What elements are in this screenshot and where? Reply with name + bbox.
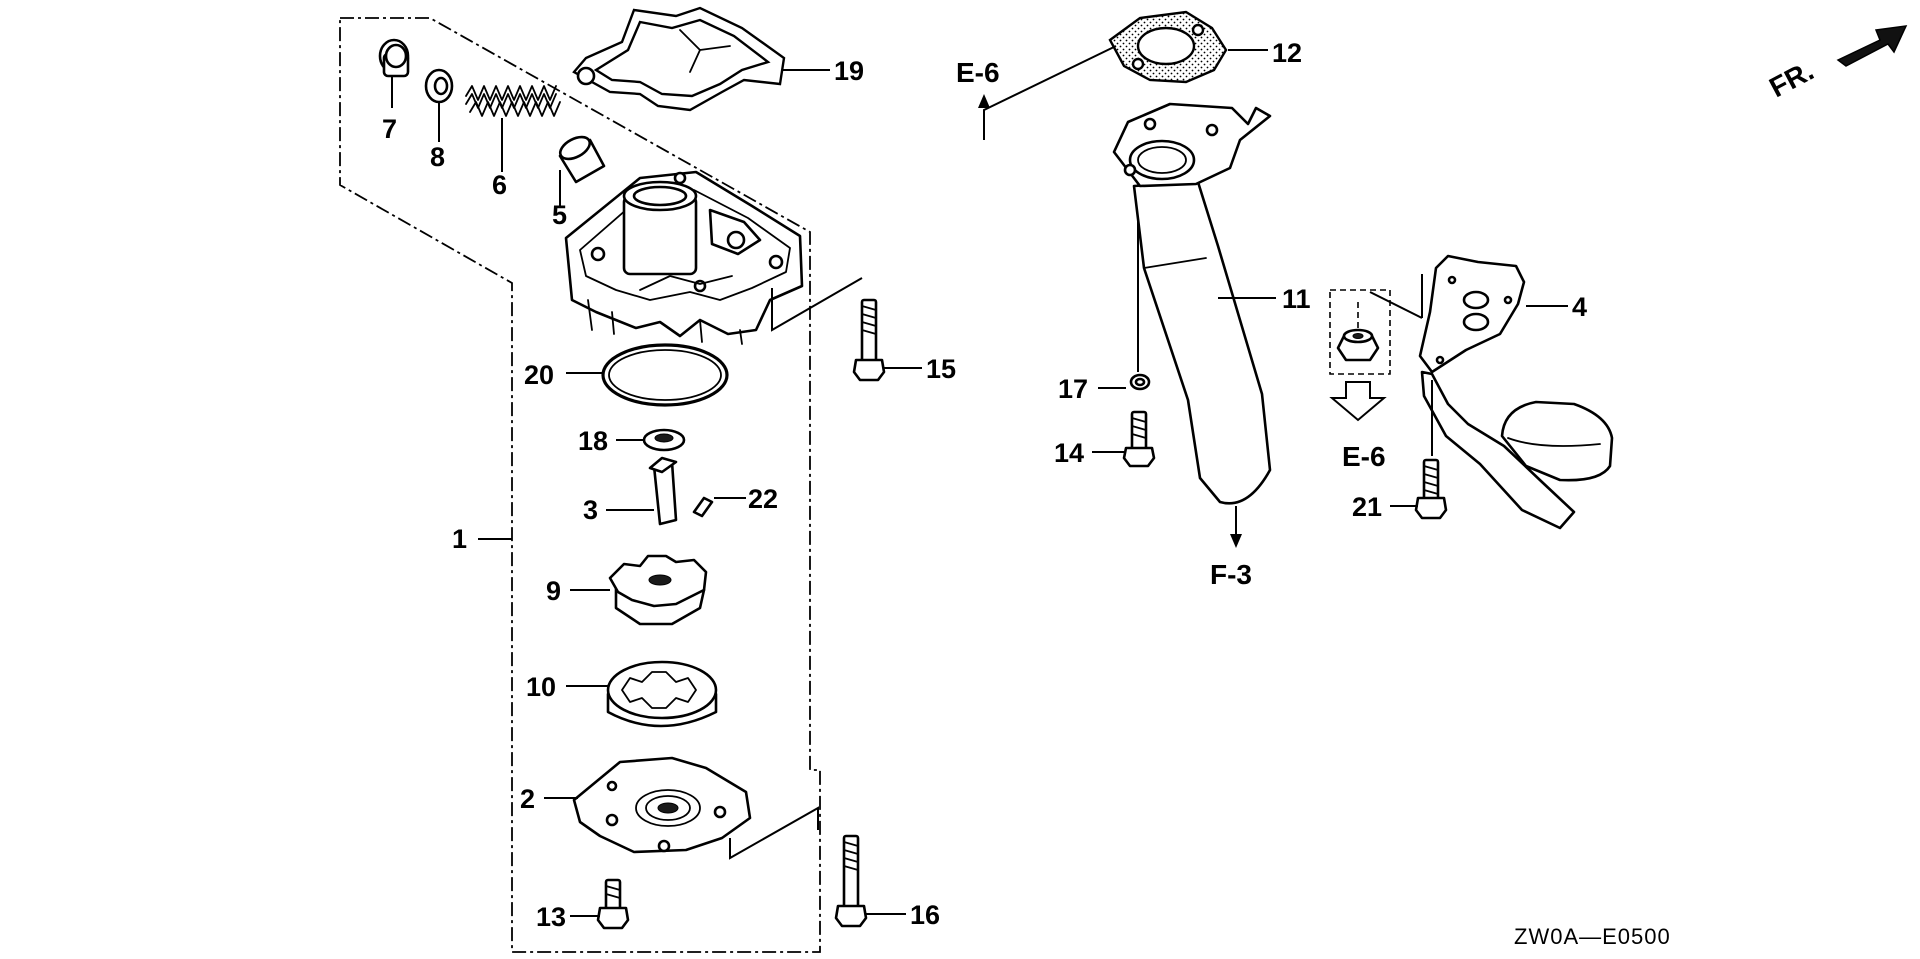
- label-part-1: 1: [452, 524, 467, 554]
- part-10-outer-rotor: [566, 660, 718, 728]
- part-11-oil-pipe: [1112, 102, 1276, 505]
- label-part-7: 7: [382, 114, 397, 144]
- label-part-9: 9: [546, 576, 561, 606]
- ref-e6-right: E-6: [1342, 441, 1386, 472]
- part-18-washer: [616, 428, 686, 452]
- part-6-spring: [465, 85, 561, 172]
- label-part-20: 20: [524, 360, 554, 390]
- part-20-o-ring: [566, 343, 729, 407]
- label-part-12: 12: [1272, 38, 1302, 68]
- part-4-oil-strainer: [1418, 254, 1614, 530]
- part-2-pump-cover: [544, 756, 752, 854]
- front-direction-arrow: FR.: [1764, 25, 1908, 104]
- label-part-6: 6: [492, 170, 507, 200]
- drawing-code: ZW0A—E0500: [1514, 924, 1671, 949]
- label-part-14: 14: [1054, 438, 1084, 468]
- ref-f3: F-3: [1210, 559, 1252, 590]
- e6-hollow-arrow: [1329, 381, 1387, 422]
- part-12-gasket: [1108, 10, 1268, 84]
- part-13-bolt: [570, 878, 630, 930]
- leader-15: [771, 277, 863, 332]
- label-part-8: 8: [430, 142, 445, 172]
- label-part-10: 10: [526, 672, 556, 702]
- ref-e6-top: E-6: [956, 57, 1000, 88]
- label-part-15: 15: [926, 354, 956, 384]
- label-part-5: 5: [552, 200, 567, 230]
- front-label: FR.: [1764, 55, 1818, 104]
- part-19-gasket: [572, 6, 830, 112]
- label-part-22: 22: [748, 484, 778, 514]
- pump-body: [564, 170, 804, 345]
- part-15-bolt: [852, 298, 922, 382]
- part-9-inner-rotor: [570, 554, 708, 626]
- leader-16: [729, 806, 819, 860]
- label-part-2: 2: [520, 784, 535, 814]
- part-8-washer: [424, 68, 454, 142]
- part-21-bolt: [1390, 380, 1448, 520]
- part-number-labels: 1 2 3 4 5 6 7 8 9 10 11 12 13 14 15 16 1…: [382, 38, 1587, 932]
- label-part-13: 13: [536, 902, 566, 932]
- part-16-bolt: [834, 834, 906, 928]
- part-3-shaft: [606, 456, 678, 526]
- e6-top-leader: [978, 45, 1117, 140]
- part-14-bolt: [1092, 410, 1156, 468]
- label-part-4: 4: [1572, 292, 1587, 322]
- label-part-3: 3: [583, 495, 598, 525]
- part-5-relief-valve: [558, 135, 606, 208]
- label-part-17: 17: [1058, 374, 1088, 404]
- label-part-11: 11: [1282, 284, 1311, 314]
- part-17-washer: [1098, 216, 1151, 391]
- f3-leader: [1230, 506, 1242, 548]
- label-part-21: 21: [1352, 492, 1382, 522]
- nut-in-dashed-box: [1329, 274, 1423, 375]
- part-22-pin: [692, 496, 746, 518]
- label-part-19: 19: [834, 56, 864, 86]
- part-7-plug: [378, 38, 410, 108]
- label-part-16: 16: [910, 900, 940, 930]
- reference-labels: E-6 E-6 F-3: [956, 57, 1386, 590]
- label-part-18: 18: [578, 426, 608, 456]
- assembly-frame: [339, 17, 821, 953]
